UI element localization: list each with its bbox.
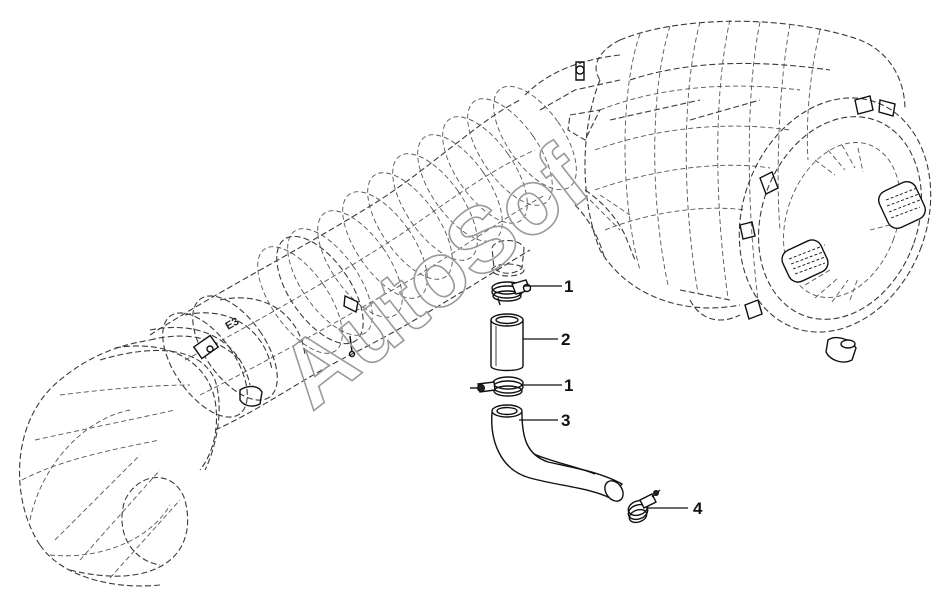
grille-right <box>878 181 926 229</box>
outlet-spigot <box>491 239 525 277</box>
callout-4: 4 <box>693 499 703 518</box>
callout-1-lower: 1 <box>564 376 573 395</box>
duct-clamp-bolt: E3 <box>192 294 359 407</box>
leader-lines <box>519 285 688 509</box>
callout-3: 3 <box>561 411 570 430</box>
grille-left <box>781 239 829 283</box>
clamp-upper <box>491 279 532 306</box>
watermark: AutoSof <box>262 127 607 428</box>
drain-valve <box>825 336 857 363</box>
hose-clamp <box>627 489 661 524</box>
svg-text:E3: E3 <box>224 315 242 332</box>
intake-duct: E3 <box>19 85 577 587</box>
elbow-hose <box>491 404 624 502</box>
callout-2: 2 <box>561 330 570 349</box>
clamp-lower <box>470 376 524 397</box>
tube <box>490 313 524 372</box>
callout-1-upper: 1 <box>564 277 573 296</box>
air-cleaner-housing <box>524 19 932 363</box>
